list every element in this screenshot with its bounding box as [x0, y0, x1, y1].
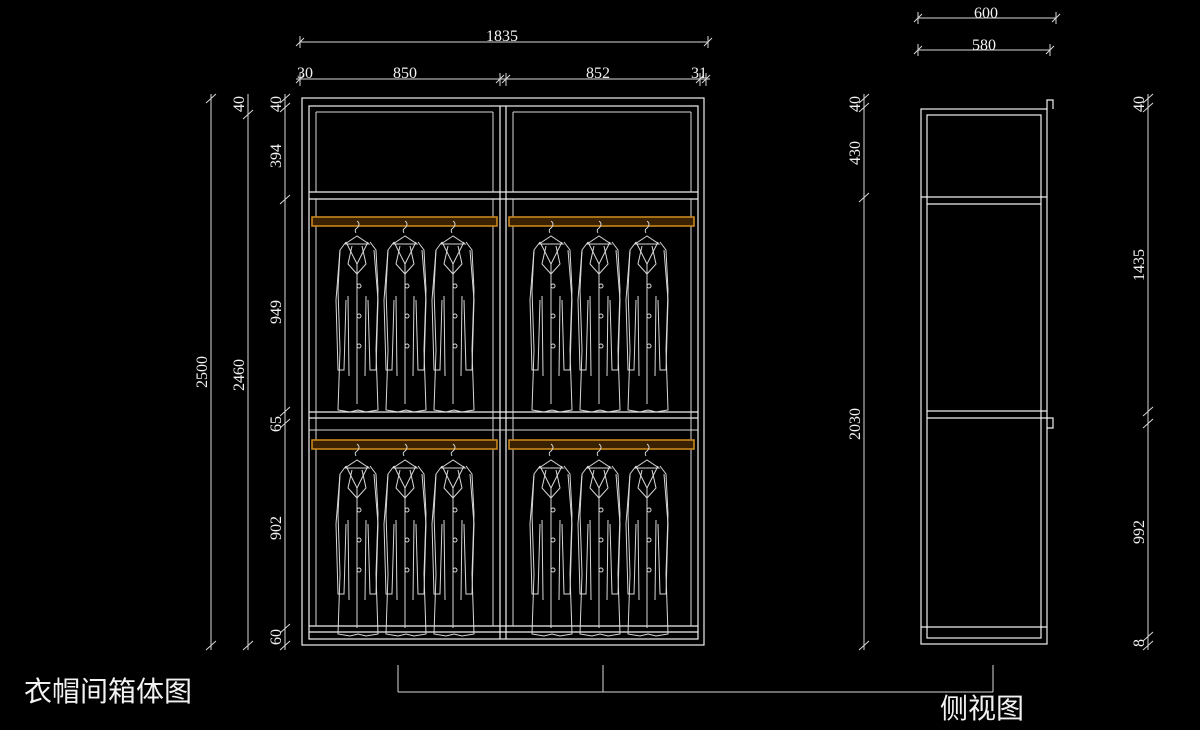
side-upper-label: 430 [847, 141, 864, 165]
side-right-lower-label: 992 [1131, 520, 1148, 544]
overall-depth-label: 600 [974, 5, 998, 22]
hanging-rod [508, 216, 695, 227]
side-left-height-dimensions: 40 430 2030 [847, 93, 870, 651]
lower-hanging-label: 902 [268, 516, 285, 540]
coat-on-hanger [335, 220, 379, 413]
hanging-rod [508, 439, 695, 450]
coat-on-hanger [577, 220, 621, 413]
left-side-width-label: 30 [297, 65, 313, 82]
coat-on-hanger [529, 443, 573, 637]
hanging-rods [311, 216, 695, 450]
coat-on-hanger [529, 220, 573, 413]
front-height-dimensions: 2500 2460 40 40 394 949 65 902 60 [194, 93, 291, 651]
coat-on-hanger [625, 220, 669, 413]
view-bracket [397, 665, 994, 693]
hanging-rod [311, 439, 498, 450]
top-panel-label: 40 [231, 96, 248, 112]
side-right-height-dimensions: 40 1435 992 8 [1131, 93, 1154, 651]
side-right-bottom-label: 8 [1131, 639, 1148, 647]
overall-height-label: 2500 [194, 356, 211, 388]
front-view-cabinet [301, 97, 705, 646]
overall-width-label: 1835 [486, 28, 518, 45]
side-top-label: 40 [847, 96, 864, 112]
inner-depth-label: 580 [972, 37, 996, 54]
side-body-label: 2030 [847, 408, 864, 440]
side-view-title: 侧视图 [940, 692, 1024, 725]
side-right-top-label: 40 [1131, 96, 1148, 112]
inner-height-label: 2460 [231, 359, 248, 391]
right-side-width-label: 31 [691, 65, 707, 82]
side-view-cabinet [920, 99, 1054, 645]
coat-on-hanger [431, 220, 475, 413]
top-panel-label: 40 [268, 96, 285, 112]
upper-hanging-label: 949 [268, 300, 285, 324]
coat-on-hanger [431, 443, 475, 637]
left-bay-width-label: 850 [393, 65, 417, 82]
top-compartment-label: 394 [268, 144, 285, 168]
side-right-upper-label: 1435 [1131, 249, 1148, 281]
coat-on-hanger [383, 220, 427, 413]
middle-shelf-label: 65 [268, 416, 285, 432]
plinth-label: 60 [268, 629, 285, 645]
coat-on-hanger [577, 443, 621, 637]
front-width-dimensions: 1835 30 850 852 31 [295, 28, 713, 86]
coat-on-hanger [335, 443, 379, 637]
coat-on-hanger [625, 443, 669, 637]
coat-on-hanger [383, 443, 427, 637]
front-view-title: 衣帽间箱体图 [24, 675, 192, 708]
hanging-garments [335, 220, 669, 637]
right-bay-width-label: 852 [586, 65, 610, 82]
side-depth-dimensions: 600 580 [913, 5, 1061, 56]
hanging-rod [311, 216, 498, 227]
